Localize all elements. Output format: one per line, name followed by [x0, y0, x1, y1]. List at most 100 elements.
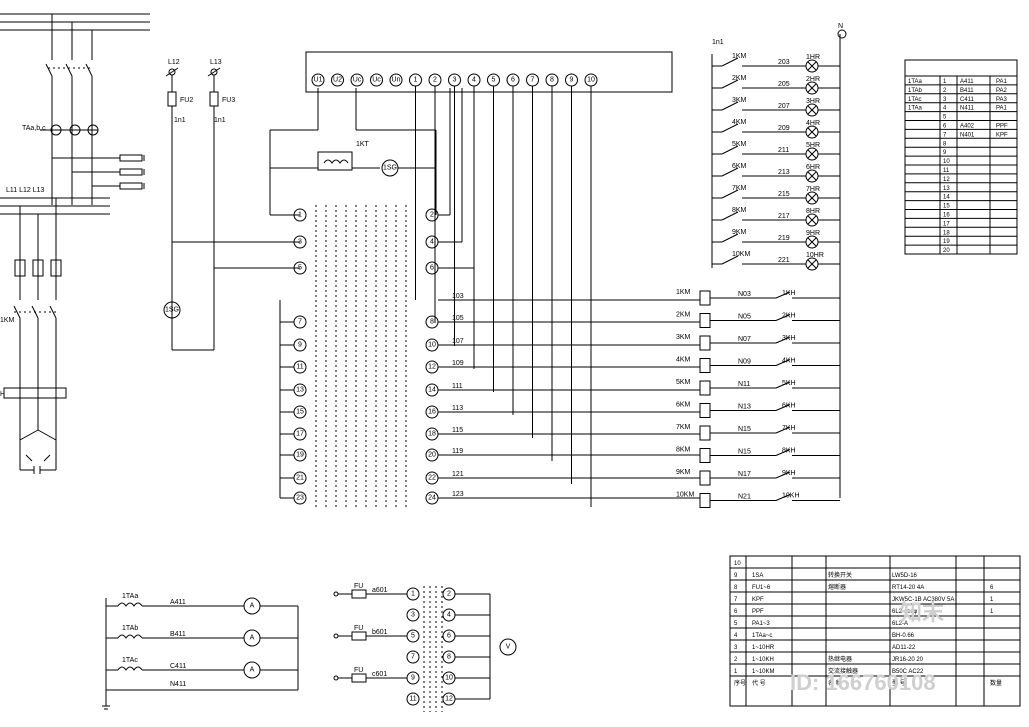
voltmeter-icon — [499, 638, 517, 656]
terminal-right-label: 4 — [430, 239, 434, 246]
v-terminal-left-label: 3 — [411, 612, 415, 619]
watermark-id: ID: 166760108 — [790, 670, 936, 695]
parts-cell: 6L2-cosφ — [892, 609, 917, 615]
terminal-left — [293, 261, 307, 275]
input-node — [333, 591, 339, 597]
relay-wire-label: 219 — [778, 235, 790, 242]
parts-header: 代 号 — [752, 679, 766, 687]
relay-wire-label: 203 — [778, 59, 790, 66]
parts-cell: BH-0.66 — [892, 633, 915, 639]
parts-cell: 9 — [734, 573, 738, 579]
parts-cell: 3 — [734, 645, 738, 651]
terminal-table-cell: N401 — [960, 132, 975, 138]
voltmeter-label: V — [506, 644, 511, 651]
terminal-left-label: 3 — [298, 239, 302, 246]
wire-number: 103 — [452, 293, 464, 300]
top-terminal-label: 2 — [433, 77, 437, 84]
relay-wire-label: 221 — [778, 257, 790, 264]
v-terminal-right-label: 2 — [447, 591, 451, 598]
terminal-table-cell: PA3 — [996, 97, 1008, 103]
terminal-table-cell: PPF — [996, 124, 1008, 130]
relay-km-label: 7KM — [732, 185, 747, 192]
terminal-table-cell: 13 — [943, 186, 950, 192]
terminal-left-label: 15 — [296, 409, 304, 416]
coil-km-label: 10KM — [676, 492, 694, 499]
terminal-table-cell: 14 — [943, 195, 950, 201]
relay-km-label: 3KM — [732, 97, 747, 104]
relay-wire-label: 217 — [778, 213, 790, 220]
v-terminal-right-label: 8 — [447, 654, 451, 661]
ammeter-wire-label: C411 — [170, 663, 186, 670]
terminal-right-label: 22 — [428, 475, 436, 482]
fuse-l12-label: L12 — [168, 59, 180, 66]
terminal-left-label: 5 — [298, 265, 302, 272]
relay-km-label: 10KM — [732, 251, 750, 258]
parts-cell: 8 — [734, 585, 738, 591]
parts-cell: AD11-22 — [892, 645, 916, 651]
top-terminal-label: Un — [392, 77, 401, 84]
top-terminal-label: 1 — [414, 77, 418, 84]
top-terminal-label: Uc — [353, 77, 362, 84]
terminal-table-cell: 1TAa — [908, 106, 923, 112]
terminal-right-label: 16 — [428, 409, 436, 416]
lamp-label: 1HR — [806, 54, 820, 61]
parts-cell: 2 — [734, 657, 738, 663]
relay-wire-label: 209 — [778, 125, 790, 132]
voltmeter-wire-label: b601 — [372, 629, 388, 636]
terminal-right-label: 8 — [430, 319, 434, 326]
top-terminal — [311, 73, 325, 87]
v-terminal-right-label: 10 — [445, 675, 453, 682]
coil-km-label: 6KM — [676, 402, 691, 409]
v-terminal-left-label: 1 — [411, 591, 415, 598]
coil-icon — [699, 493, 711, 508]
fu2-label: FU2 — [180, 97, 193, 104]
terminal-table-cell: 17 — [943, 221, 950, 227]
relay-wire-label: 207 — [778, 103, 790, 110]
terminal-left-label: 11 — [296, 364, 303, 371]
relay-km-label: 6KM — [732, 163, 747, 170]
fuse-label: FU — [354, 583, 363, 590]
ct-label: 1TAb — [122, 625, 138, 632]
terminal-table-cell: 20 — [943, 248, 950, 254]
terminal-table-cell: 12 — [943, 177, 950, 183]
parts-cell: 6L2-A — [892, 621, 908, 627]
relay-wire-label: 205 — [778, 81, 790, 88]
v-terminal-left-label: 7 — [411, 654, 415, 661]
terminal-table-cell: 16 — [943, 213, 950, 219]
terminal-table-cell: 1TAc — [908, 97, 922, 103]
ammeter-wire-label: A411 — [170, 599, 186, 606]
coil-wire-label: N15 — [738, 449, 751, 456]
top-terminal-label: 6 — [511, 77, 515, 84]
terminal-left-label: 19 — [296, 452, 304, 459]
parts-header: 型 号 — [892, 679, 906, 687]
terminal-table-cell: 1TAa — [908, 79, 923, 85]
power-section: TAa,b,c L11 L12 L13 1KM H — [0, 13, 150, 474]
top-terminal — [370, 73, 383, 87]
parts-cell: 10 — [734, 561, 741, 567]
fu3-label: FU3 — [222, 97, 235, 104]
terminal-left-label: 23 — [296, 495, 304, 502]
top-terminal-label: 9 — [570, 77, 574, 84]
relay-wire-label: 213 — [778, 169, 790, 176]
terminal-table-cell: B411 — [960, 88, 974, 94]
terminal-left-label: 13 — [296, 387, 304, 394]
terminal-table-cell: 15 — [943, 204, 950, 210]
lamp-label: 6HR — [806, 164, 820, 171]
coil-wire-label: N21 — [738, 494, 751, 501]
top-terminal-label: Uc — [372, 77, 381, 84]
relay-wire-label: 215 — [778, 191, 790, 198]
fuse-icon — [351, 589, 367, 599]
v-terminal-left — [406, 650, 420, 664]
parts-cell: JKW5C-1B AC380V 5A — [892, 597, 954, 603]
coil-icon — [699, 403, 711, 418]
parts-cell: PA1~3 — [752, 621, 770, 627]
coil-sb-label: 7KH — [782, 425, 796, 432]
top-terminal — [389, 73, 403, 87]
parts-cell: 1TAa~c — [752, 633, 772, 639]
top-terminal-label: 10 — [587, 77, 595, 84]
terminal-left-label: 21 — [296, 475, 304, 482]
fuse-l13-label: L13 — [210, 59, 222, 66]
terminal-table-cell: A402 — [960, 124, 975, 130]
relay-rows: 1KM2031HR2KM2052HR3KM2073HR4KM2094HR5KM2… — [712, 53, 840, 271]
